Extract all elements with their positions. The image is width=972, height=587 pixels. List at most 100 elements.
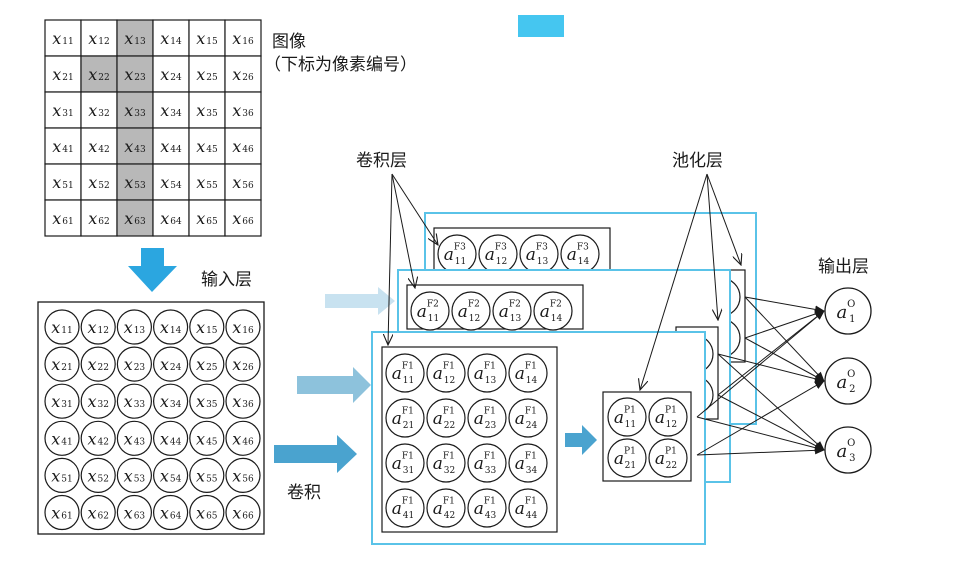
pixel-label: x23 [124,65,146,84]
pixel-cell [224,163,262,201]
input-neuron [153,420,189,456]
feature-neuron-f1 [467,488,507,528]
fc-connection [717,353,825,451]
conv-arrow-light [325,287,395,315]
input-neuron [225,346,261,382]
input-neuron [189,494,225,531]
pixel-cell [224,55,262,93]
pixel-cell [224,91,262,129]
input-neuron-label: x63 [124,503,146,522]
pixel-cell [44,199,82,237]
input-neuron [189,420,225,456]
conv-layer-label: 卷积层 [356,151,407,171]
pixel-label: x12 [88,29,109,48]
fc-connection [744,310,825,339]
input-neuron-label: x34 [160,392,182,411]
pixel-cell [224,199,262,237]
output-neuron [824,426,872,474]
feature-neuron-f1 [467,443,507,483]
input-neuron-label: x56 [232,466,254,485]
pixel-label: x11 [52,29,73,48]
pixel-label: x54 [160,173,182,192]
input-neuron-label: x66 [232,503,254,522]
pixel-label: x15 [196,29,218,48]
input-neuron-label: x31 [51,392,72,411]
pixel-label: x41 [52,137,73,156]
input-neuron [80,346,116,382]
input-neuron-label: x15 [196,318,218,337]
conv-layer-callout [388,173,392,345]
feature-neuron-f1 [508,488,548,528]
input-neuron [44,383,80,419]
input-neuron [189,346,225,382]
fully-connected-lines [696,296,825,456]
image-note: （下标为像素编号） [264,55,417,75]
pixel-cell [116,127,154,165]
input-neuron-label: x32 [87,392,108,411]
input-neuron-label: x51 [51,466,72,485]
fc-connection [696,310,825,418]
pixel-label: x42 [88,137,109,156]
pixel-label: x45 [196,137,218,156]
input-neuron [116,420,152,456]
pixel-label: x13 [124,29,146,48]
pixel-label: x65 [196,209,218,228]
input-neuron [189,457,225,493]
pooling-arrow [565,425,597,455]
pixel-label: x16 [232,29,254,48]
pixel-label: x63 [124,209,146,228]
conv-op-label: 卷积 [287,483,321,503]
pixel-cell [116,163,154,201]
input-neuron [44,420,80,456]
pixel-cell [80,127,118,165]
fc-connection [696,416,825,452]
pixel-cell [152,19,190,57]
callout-arrows [388,173,741,390]
input-neuron-label: x36 [232,392,254,411]
input-neuron [153,457,189,493]
pixel-label: x62 [88,209,109,228]
input-neuron-label: x61 [51,503,72,522]
feature-neuron-f2 [410,291,450,331]
legend-swatch [518,15,564,37]
input-neuron-label: x45 [196,429,218,448]
fc-connection [717,353,825,383]
input-neuron-label: x64 [160,503,182,522]
conv-layer-callout [391,173,438,245]
pixel-cell [224,19,262,57]
feature-neuron-f1 [385,443,425,483]
input-neuron-label: x35 [196,392,218,411]
output-neuron [824,357,872,405]
pool-layer-callout [706,173,718,320]
pixel-cell [80,91,118,129]
pool-neuron-p1 [607,438,647,478]
feature-neuron-f1 [467,353,507,393]
pixel-label: x26 [232,65,254,84]
input-neuron [225,494,261,531]
pool-neuron-p1 [607,397,647,437]
input-neuron-label: x11 [51,318,72,337]
feature-neuron-f1 [426,398,466,438]
feature-neuron-f1 [385,488,425,528]
fc-connection [696,380,825,456]
feature-neuron-f2 [492,291,532,331]
pixel-label: x61 [52,209,73,228]
input-neuron [189,309,225,345]
pixel-cell [152,55,190,93]
input-neuron [80,494,116,531]
